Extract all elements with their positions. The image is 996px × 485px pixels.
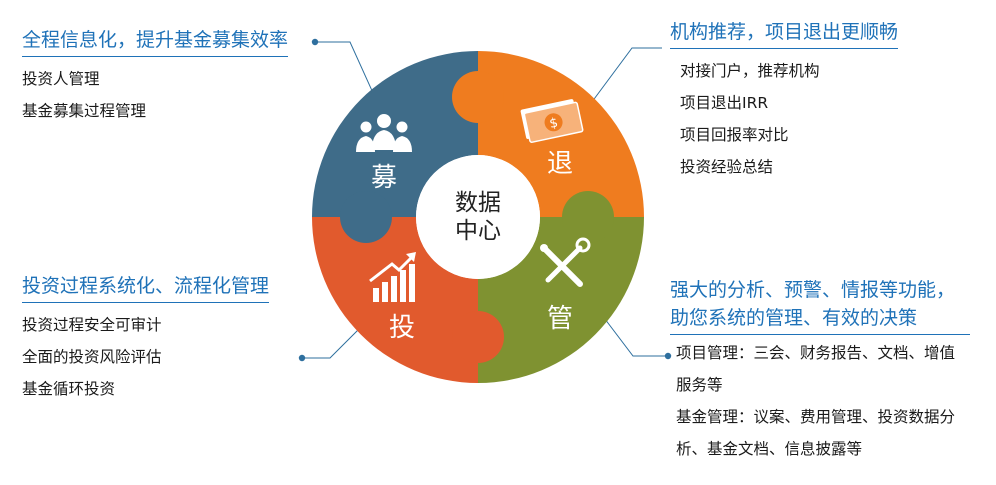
list-item: 基金管理：议案、费用管理、投资数据分析、基金文档、信息披露等 <box>676 408 956 458</box>
puzzle-knob-top <box>452 71 504 123</box>
center-circle <box>416 155 540 279</box>
panel-title-bottom-right-line2: 助您系统的管理、有效的决策 <box>670 307 918 329</box>
connector-dot-top-left <box>311 38 319 46</box>
panel-title-bottom-right-line1: 强大的分析、预警、情报等功能， <box>670 279 956 301</box>
panel-title-top-left: 全程信息化，提升基金募集效率 <box>22 26 289 57</box>
connector-dot-bottom-right <box>664 352 672 360</box>
puzzle-knob-bottom <box>452 311 504 363</box>
money-icon: $ <box>520 99 584 143</box>
center-label-line1: 数据 <box>455 190 501 216</box>
segment-label-tou: 投 <box>389 313 415 343</box>
connector-dots <box>298 38 672 362</box>
panel-bottom-right: 强大的分析、预警、情报等功能， 助您系统的管理、有效的决策 项目管理：三会、财务… <box>670 276 970 465</box>
growth-chart-icon <box>369 252 416 302</box>
connector-dot-bottom-left <box>298 354 306 362</box>
connector-top-right <box>579 47 662 119</box>
segment-label-tui: 退 <box>547 149 573 179</box>
panel-top-right: 机构推荐，项目退出更顺畅 对接门户，推荐机构 项目退出IRR 项目回报率对比 投… <box>670 18 899 183</box>
list-item: 项目回报率对比 <box>680 126 789 144</box>
list-item: 项目管理：三会、财务报告、文档、增值服务等 <box>676 344 956 394</box>
panel-title-top-right: 机构推荐，项目退出更顺畅 <box>670 18 899 49</box>
svg-text:$: $ <box>548 116 559 132</box>
list-item: 项目退出IRR <box>680 94 769 112</box>
panel-top-left: 全程信息化，提升基金募集效率 投资人管理 基金募集过程管理 <box>22 26 289 127</box>
people-icon <box>356 114 412 152</box>
panel-title-bottom-left: 投资过程系统化、流程化管理 <box>22 272 270 303</box>
list-item: 对接门户，推荐机构 <box>680 62 820 80</box>
center-label-line2: 中心 <box>455 218 501 244</box>
segment-label-guan: 管 <box>547 304 573 334</box>
segment-guan <box>478 217 644 383</box>
segment-label-mu: 募 <box>371 163 397 193</box>
list-item: 全面的投资风险评估 <box>22 348 162 366</box>
panel-bottom-left: 投资过程系统化、流程化管理 投资过程安全可审计 全面的投资风险评估 基金循环投资 <box>22 272 270 405</box>
puzzle-knob-right <box>562 191 614 243</box>
list-item: 投资过程安全可审计 <box>22 316 162 334</box>
tools-icon <box>540 237 591 287</box>
panel-title-bottom-right: 强大的分析、预警、情报等功能， 助您系统的管理、有效的决策 <box>670 276 970 335</box>
list-item: 投资经验总结 <box>680 158 774 176</box>
segment-mu <box>312 51 478 217</box>
list-item: 基金循环投资 <box>22 380 116 398</box>
list-item: 基金募集过程管理 <box>22 102 147 120</box>
puzzle-knob-left <box>340 191 392 243</box>
list-item: 投资人管理 <box>22 70 100 88</box>
